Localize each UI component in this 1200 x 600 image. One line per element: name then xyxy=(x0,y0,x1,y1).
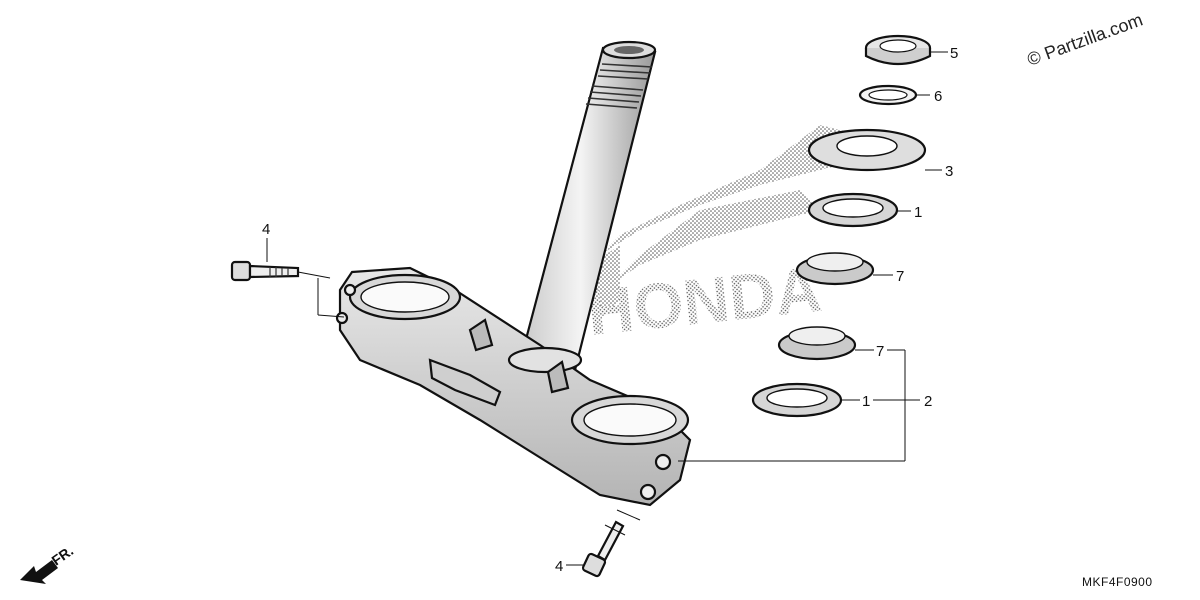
lock-washer xyxy=(858,84,918,106)
leader-lines xyxy=(266,51,948,566)
callout-5: 5 xyxy=(950,45,958,62)
callout-4-lower: 4 xyxy=(555,558,563,575)
callout-1-lower: 1 xyxy=(862,393,870,410)
dust-seal-upper xyxy=(807,128,927,172)
bearing-upper xyxy=(795,252,875,286)
callout-4-upper: 4 xyxy=(262,221,270,238)
callout-6: 6 xyxy=(934,88,942,105)
stem-nut xyxy=(864,34,932,66)
front-arrow-icon xyxy=(20,560,58,584)
callout-2: 2 xyxy=(924,393,932,410)
bearing-lower xyxy=(777,326,857,361)
callout-7-upper: 7 xyxy=(896,268,904,285)
diagram-code: MKF4F0900 xyxy=(1082,575,1153,589)
bearing-race-upper xyxy=(807,192,899,228)
steering-stem-shaft xyxy=(518,40,657,372)
front-direction-indicator: FR. xyxy=(20,542,76,584)
callout-3: 3 xyxy=(945,163,953,180)
callout-7-lower: 7 xyxy=(876,343,884,360)
bolt-lower xyxy=(581,520,625,578)
lower-triple-clamp xyxy=(335,266,692,507)
partzilla-watermark: © Partzilla.com xyxy=(1025,9,1146,69)
callout-1-upper: 1 xyxy=(914,204,922,221)
bolt-upper xyxy=(230,260,300,282)
bearing-race-lower xyxy=(751,382,843,418)
